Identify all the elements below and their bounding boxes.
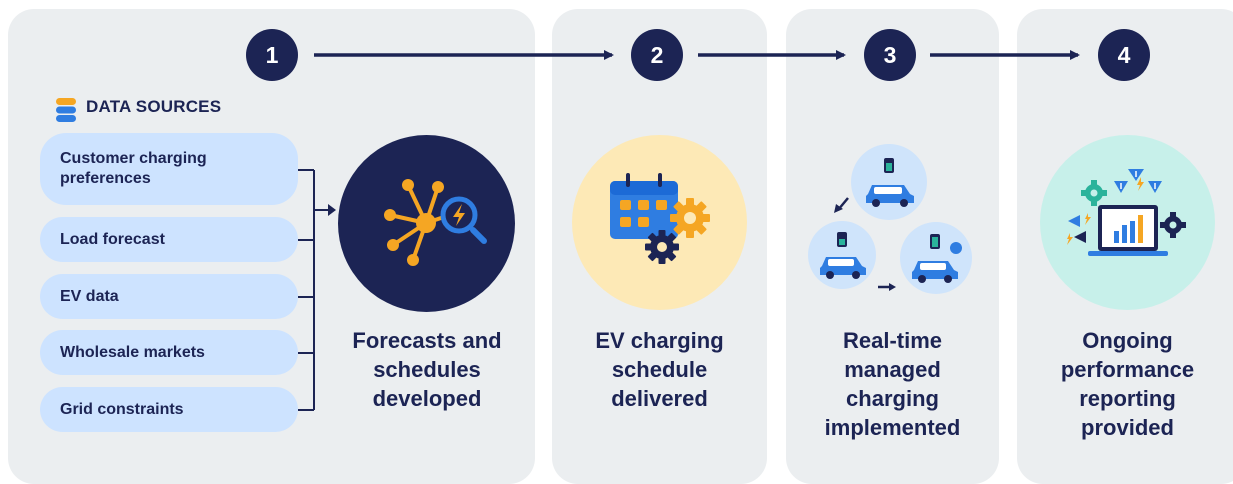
network-search-icon: [384, 179, 487, 266]
data-source-label: Wholesale markets: [60, 343, 205, 361]
car-circle-right: [900, 222, 972, 294]
data-source-label: Customer charging preferences: [60, 150, 207, 187]
step-badge-1: 1: [246, 29, 298, 81]
car-circle-top: [851, 144, 927, 220]
data-source-customer-preferences: Customer charging preferences: [40, 133, 298, 205]
data-source-label: Load forecast: [60, 230, 165, 248]
database-icon: [56, 98, 76, 122]
stage-1-caption: Forecasts and schedules developed: [352, 328, 502, 411]
sources-bracket: [298, 169, 336, 411]
car-circle-left: [808, 221, 876, 289]
cars-charging-icon: [808, 144, 972, 294]
calendar-gears-icon: [610, 173, 710, 264]
data-source-label: Grid constraints: [60, 400, 184, 418]
data-sources-title: DATA SOURCES: [86, 97, 222, 116]
step-badge-4: 4: [1098, 29, 1150, 81]
data-source-label: EV data: [60, 287, 119, 305]
data-source-load-forecast: Load forecast: [40, 217, 298, 262]
stage-4-caption: Ongoing performance reporting provided: [1060, 328, 1195, 440]
data-source-grid-constraints: Grid constraints: [40, 387, 298, 432]
stage-3-caption: Real-time managed charging implemented: [824, 328, 961, 440]
step-badge-2: 2: [631, 29, 683, 81]
stage-2-caption: EV charging schedule delivered: [595, 328, 724, 411]
data-source-ev-data: EV data: [40, 274, 298, 319]
data-source-wholesale-markets: Wholesale markets: [40, 330, 298, 375]
performance-report-icon: [1067, 169, 1186, 256]
step-badge-3: 3: [864, 29, 916, 81]
